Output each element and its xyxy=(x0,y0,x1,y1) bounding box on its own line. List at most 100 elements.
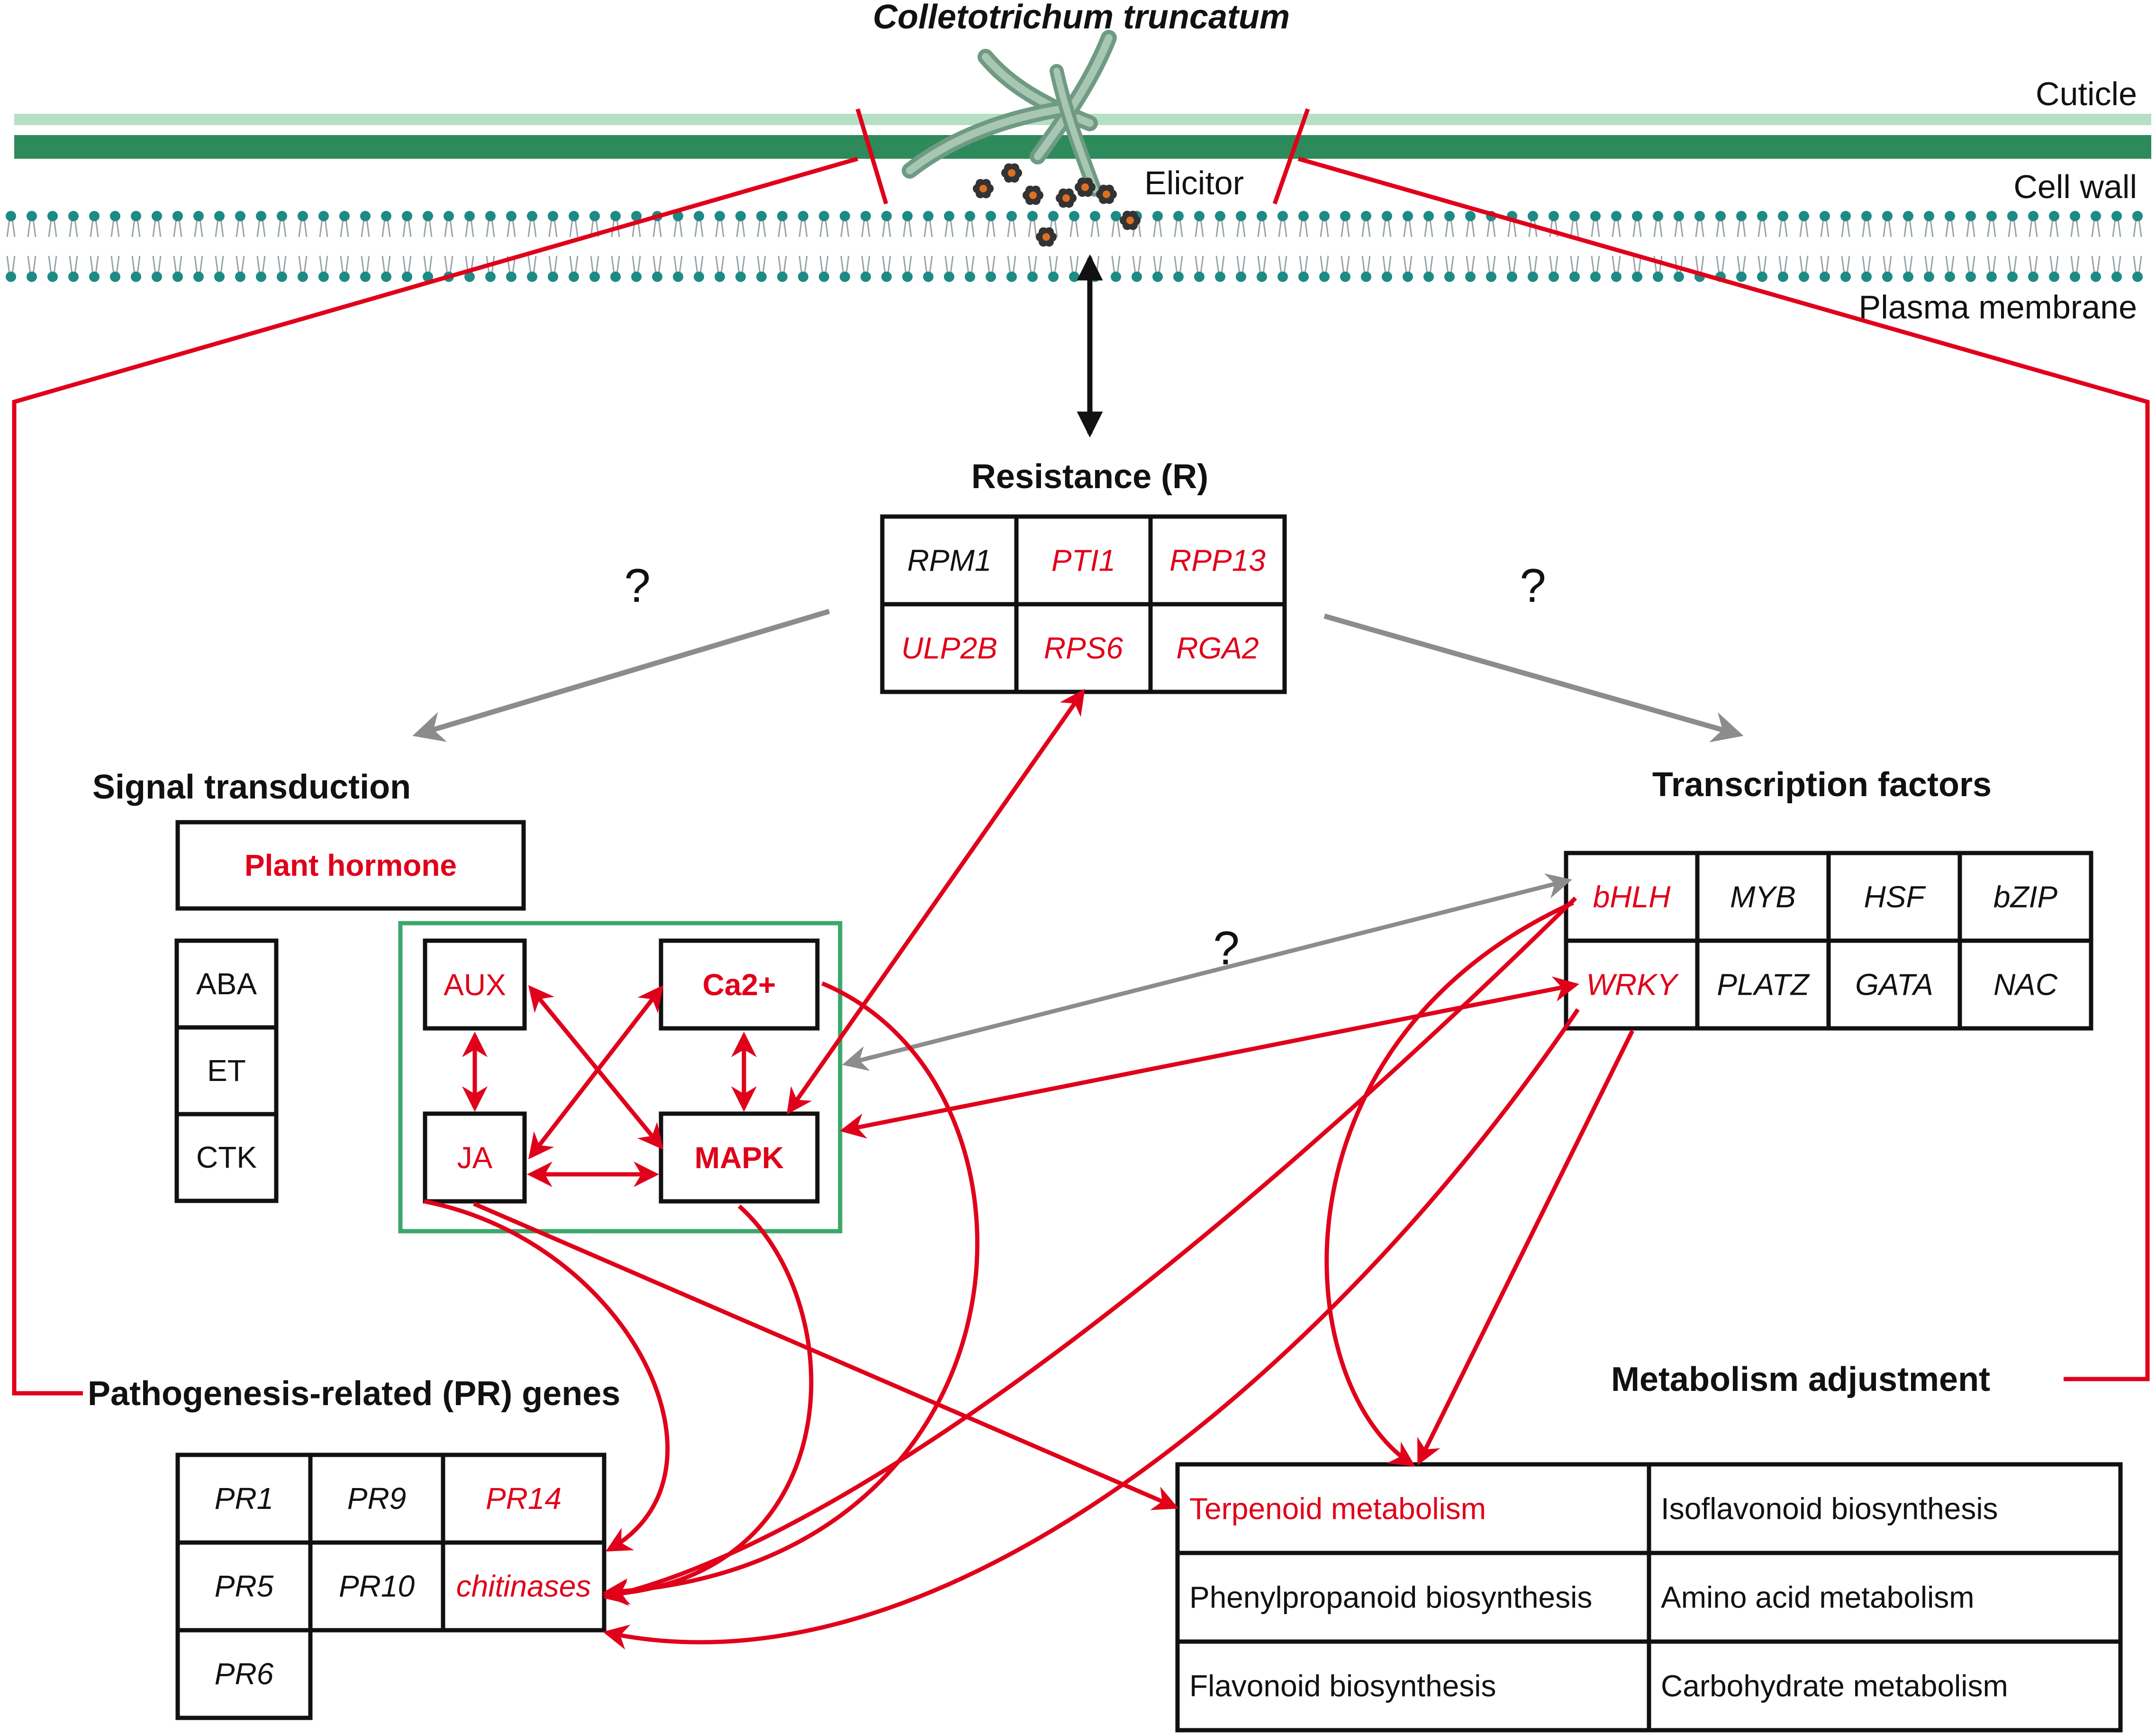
lipid-head-icon xyxy=(1777,210,1789,238)
lipid-head-icon xyxy=(568,210,580,238)
hormone-label: CTK xyxy=(196,1140,257,1174)
lipid-head-icon xyxy=(192,210,205,238)
lipid-head-icon xyxy=(443,210,455,238)
lipid-head-icon xyxy=(1985,255,1998,283)
lipid-head-icon xyxy=(589,255,601,283)
wrky-chitinases-arrow xyxy=(603,1008,1580,1650)
cuticle-label: Cuticle xyxy=(2036,75,2137,112)
lipid-head-icon xyxy=(818,255,830,283)
lipid-head-icon xyxy=(526,210,538,238)
lipid-head-icon xyxy=(5,255,17,283)
lipid-head-icon xyxy=(1089,210,1101,238)
lipid-head-icon xyxy=(1214,210,1226,238)
lipid-head-icon xyxy=(1902,255,1914,283)
lipid-head-icon xyxy=(839,255,851,283)
lipid-head-icon xyxy=(1402,210,1414,238)
lipid-head-icon xyxy=(422,255,434,283)
lipid-head-icon xyxy=(714,255,726,283)
hormone-label: ABA xyxy=(196,967,257,1001)
hormone-cell: ET xyxy=(174,1025,279,1117)
lipid-head-icon xyxy=(609,255,622,283)
ca-box: Ca2+ xyxy=(659,938,820,1031)
tf-cell: PLATZ xyxy=(1695,938,1831,1031)
lipid-head-icon xyxy=(714,210,726,238)
lipid-head-icon xyxy=(317,210,330,238)
resistance-gene-cell: RGA2 xyxy=(1148,602,1287,694)
metabolism-cell-label: Flavonoid biosynthesis xyxy=(1189,1669,1496,1703)
lipid-head-icon xyxy=(2027,255,2039,283)
tf-title: Transcription factors xyxy=(1652,766,1992,804)
resistance-gene-cell: RPP13 xyxy=(1148,514,1287,607)
plasma-membrane-label: Plasma membrane xyxy=(1859,289,2137,326)
lipid-head-icon xyxy=(630,255,643,283)
lipid-head-icon xyxy=(422,210,434,238)
lipid-head-icon xyxy=(192,255,205,283)
lipid-head-icon xyxy=(839,210,851,238)
metabolism-cell-label: Phenylpropanoid biosynthesis xyxy=(1189,1580,1592,1615)
lipid-head-icon xyxy=(1568,210,1581,238)
lipid-head-icon xyxy=(651,255,663,283)
pr-gene-cell: PR10 xyxy=(308,1540,445,1633)
signal-transduction-title: Signal transduction xyxy=(92,768,411,806)
lipid-head-icon xyxy=(359,210,371,238)
lipid-head-icon xyxy=(109,210,121,238)
lipid-head-icon xyxy=(1756,210,1768,238)
lipid-head-icon xyxy=(1881,255,1893,283)
lipid-head-icon xyxy=(463,210,476,238)
lipid-head-icon xyxy=(1694,255,1706,283)
svg-text:JA: JA xyxy=(457,1141,493,1175)
lipid-head-icon xyxy=(130,210,142,238)
lipid-head-icon xyxy=(1381,210,1393,238)
lipid-head-icon xyxy=(109,255,121,283)
lipid-head-icon xyxy=(922,255,934,283)
elicitor-particle-icon xyxy=(1120,210,1141,230)
pathogen-barrier-lines xyxy=(12,108,2150,1396)
lipid-head-icon xyxy=(734,210,747,238)
metabolism-cell: Flavonoid biosynthesis xyxy=(1175,1639,1651,1733)
lipid-head-icon xyxy=(1318,255,1331,283)
lipid-head-icon xyxy=(2090,210,2102,238)
resistance-to-tf-arrow xyxy=(1323,613,1744,743)
lipid-head-icon xyxy=(1360,255,1372,283)
lipid-head-icon xyxy=(568,255,580,283)
lipid-head-icon xyxy=(1798,210,1810,238)
svg-text:Plant hormone: Plant hormone xyxy=(245,848,457,882)
lipid-head-icon xyxy=(1339,210,1351,238)
lipid-head-icon xyxy=(672,210,684,238)
lipid-head-icon xyxy=(964,210,976,238)
lipid-head-icon xyxy=(1214,255,1226,283)
lipid-head-icon xyxy=(1131,255,1143,283)
lipid-head-icon xyxy=(1402,255,1414,283)
lipid-head-icon xyxy=(1193,210,1205,238)
lipid-head-icon xyxy=(1944,255,1956,283)
tf-cell: MYB xyxy=(1695,851,1831,943)
metabolism-cell: Isoflavonoid biosynthesis xyxy=(1647,1462,2123,1555)
elicitor-particle-icon xyxy=(973,179,994,199)
lipid-head-icon xyxy=(359,255,371,283)
lipid-head-icon xyxy=(860,255,872,283)
lipid-head-icon xyxy=(255,210,267,238)
resistance-gene-cell: RPS6 xyxy=(1014,602,1153,694)
lipid-head-icon xyxy=(172,210,184,238)
elicitor-particle-icon xyxy=(1001,163,1022,183)
lipid-head-icon xyxy=(1631,255,1643,283)
elicitor-particle-icon xyxy=(1056,188,1077,208)
lipid-head-icon xyxy=(2069,210,2081,238)
lipid-head-icon xyxy=(213,210,226,238)
lipid-head-icon xyxy=(2048,255,2060,283)
cell-wall-label: Cell wall xyxy=(2013,168,2137,205)
lipid-head-icon xyxy=(1235,255,1247,283)
lipid-head-icon xyxy=(88,255,100,283)
lipid-head-icon xyxy=(234,255,246,283)
tf-cell: bZIP xyxy=(1957,851,2093,943)
aux-box: AUX xyxy=(423,938,527,1031)
pr-gene-cell: PR14 xyxy=(441,1453,607,1545)
lipid-head-icon xyxy=(317,255,330,283)
lipid-head-icon xyxy=(1256,210,1268,238)
lipid-head-icon xyxy=(1172,210,1185,238)
lipid-head-icon xyxy=(1318,210,1331,238)
metabolism-cell: Carbohydrate metabolism xyxy=(1647,1639,2123,1733)
lipid-head-icon xyxy=(693,210,705,238)
